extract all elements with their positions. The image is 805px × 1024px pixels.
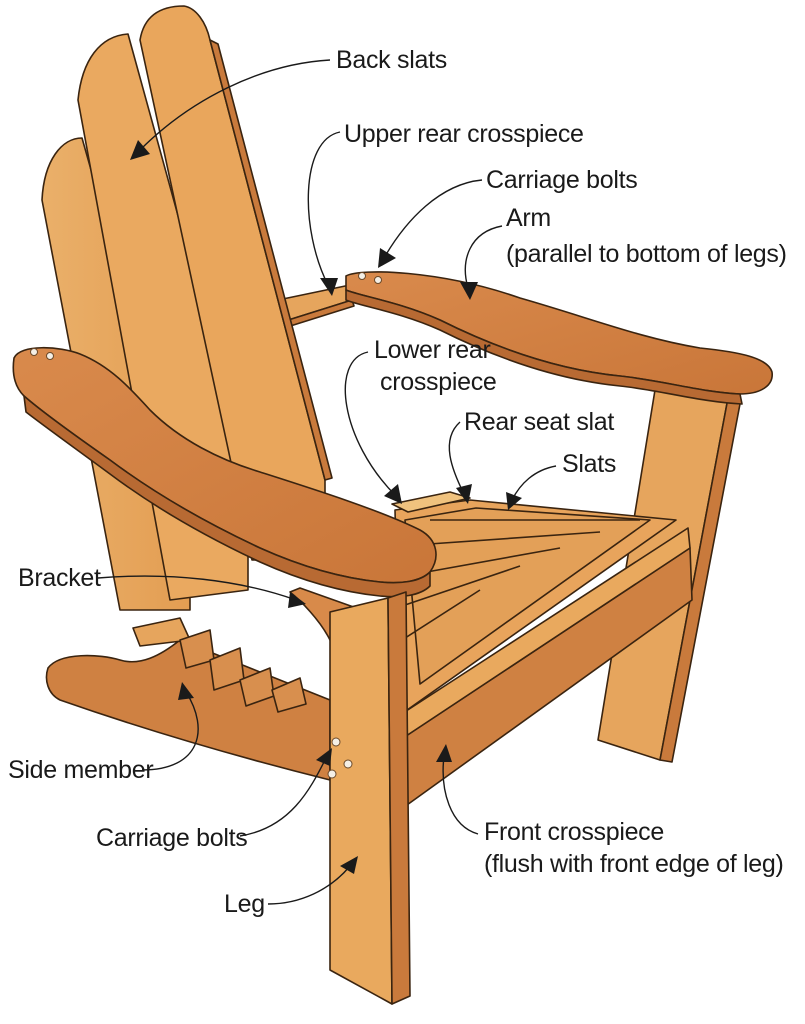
leaders (97, 59, 557, 905)
arrowhead-icon (178, 682, 194, 700)
arrowhead-icon (460, 282, 478, 300)
rear-seat-slat (391, 491, 471, 513)
leg-bolt (331, 737, 341, 747)
label-leg: Leg (224, 890, 265, 918)
label-rear-seat-slat: Rear seat slat (464, 408, 614, 436)
label-arm: Arm (506, 204, 551, 232)
label-side-member: Side member (8, 756, 153, 784)
label-front-crosspiece: Front crosspiece (484, 818, 664, 846)
arrowhead-icon (436, 744, 452, 762)
left-arm (12, 346, 437, 598)
label-front-crosspiece-note: (flush with front edge of leg) (484, 850, 784, 878)
arrowhead-icon (506, 492, 522, 510)
seat-slat (404, 507, 651, 685)
arrowhead-icon (130, 140, 150, 160)
arrowhead-icon (340, 856, 358, 874)
right-arm (345, 271, 773, 405)
arrowhead-icon (288, 592, 306, 608)
label-lower-rear-crosspiece-2: crosspiece (380, 368, 497, 396)
label-upper-rear-crosspiece: Upper rear crosspiece (344, 120, 584, 148)
arrowhead-icon (320, 278, 338, 296)
leg-bolt (343, 759, 353, 769)
seat-slat-ends (179, 629, 307, 713)
label-back-slats: Back slats (336, 46, 447, 74)
arrowhead-icon (378, 248, 396, 268)
arrowhead-icon (384, 484, 402, 504)
front-left-leg (327, 591, 411, 1005)
arrowhead-icon (316, 748, 332, 766)
label-lower-rear-crosspiece-1: Lower rear (374, 336, 491, 364)
labels: Back slats Upper rear crosspiece Carriag… (8, 46, 787, 918)
label-bracket: Bracket (18, 564, 101, 592)
label-arm-note: (parallel to bottom of legs) (506, 240, 787, 268)
label-carriage-bolts-top: Carriage bolts (486, 166, 637, 194)
arrowhead-icon (456, 484, 472, 504)
seat (179, 491, 693, 811)
leg-bolt (327, 769, 337, 779)
label-slats: Slats (562, 450, 616, 478)
label-carriage-bolts-bottom: Carriage bolts (96, 824, 247, 852)
